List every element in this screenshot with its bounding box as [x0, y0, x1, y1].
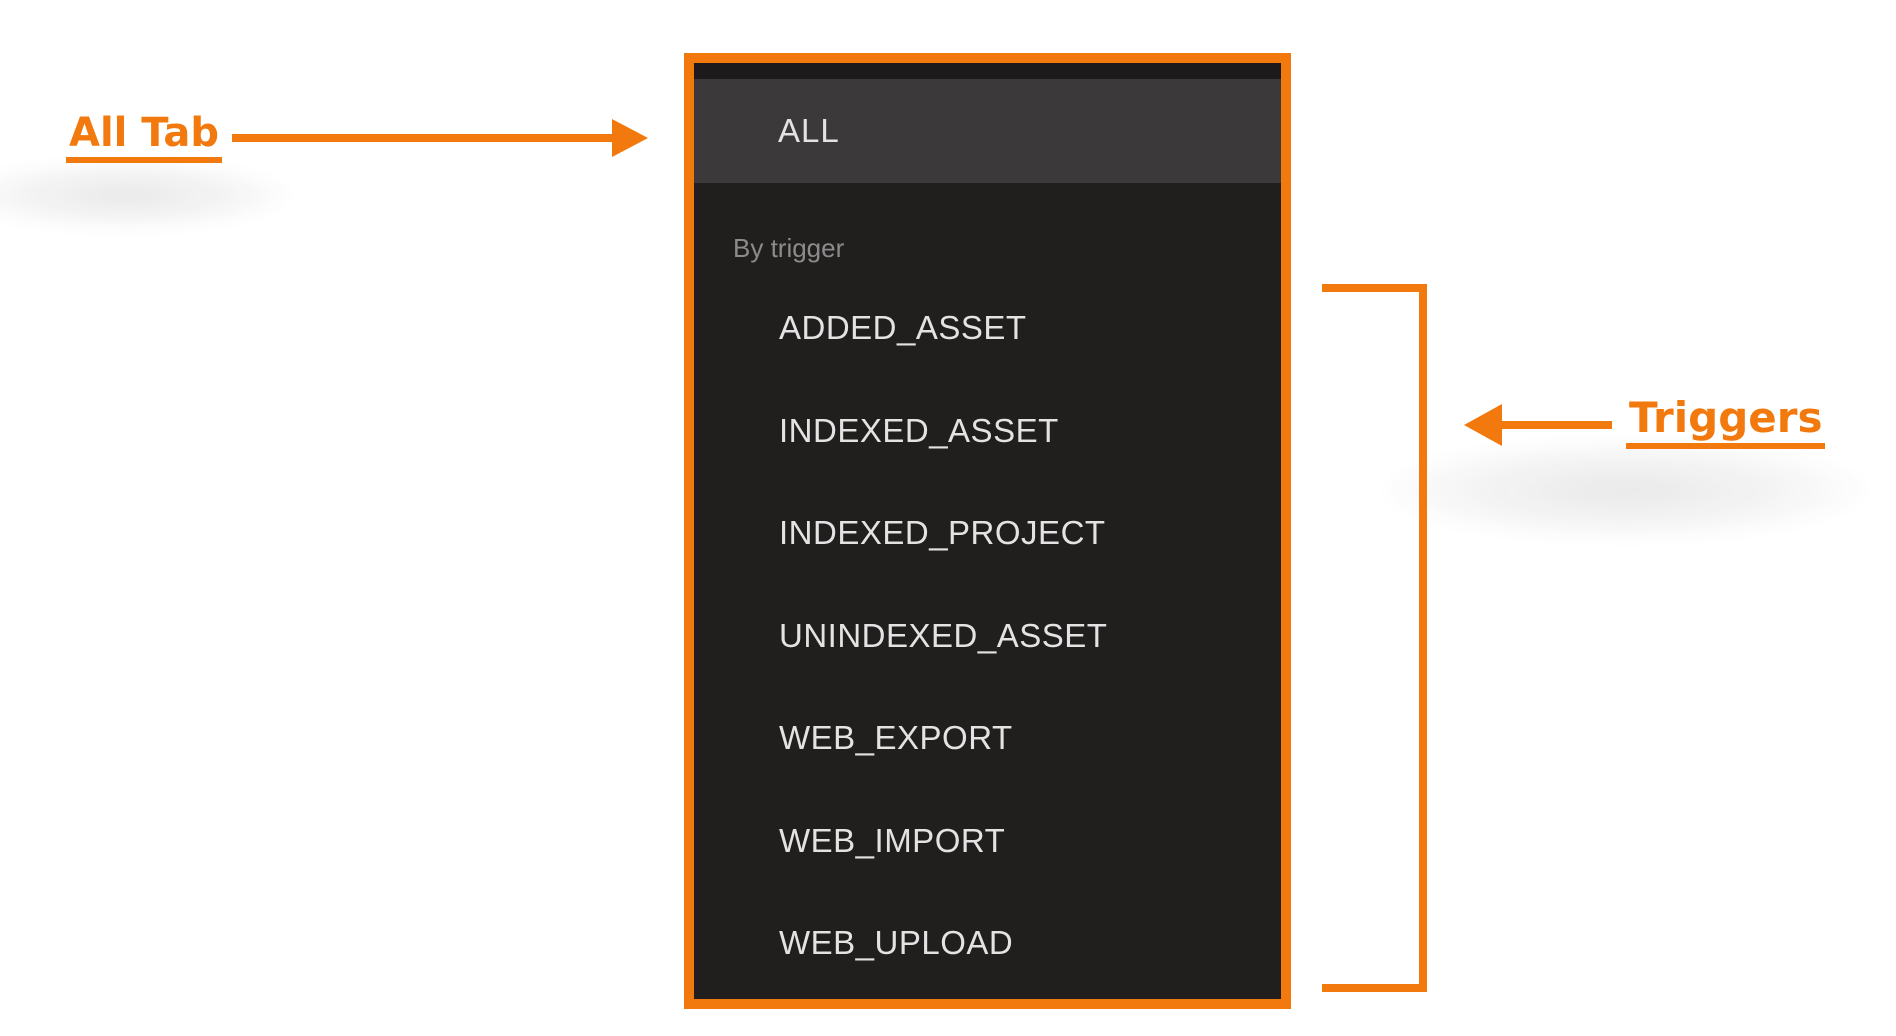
- panel-top-strip: [694, 63, 1281, 79]
- all-tab-arrow-line: [232, 134, 612, 142]
- trigger-item-unindexed_asset[interactable]: UNINDEXED_ASSET: [779, 616, 1108, 654]
- triggers-bracket-top: [1322, 284, 1427, 292]
- tab-all-label: ALL: [778, 112, 840, 149]
- triggers-arrow-icon: [1464, 404, 1502, 446]
- trigger-item-web_export[interactable]: WEB_EXPORT: [779, 719, 1013, 756]
- trigger-item-web_import[interactable]: WEB_IMPORT: [779, 821, 1006, 859]
- triggers-arrow-line: [1499, 421, 1612, 429]
- trigger-item-indexed_asset[interactable]: INDEXED_ASSET: [779, 411, 1059, 449]
- all-tab-arrow-icon: [612, 119, 648, 157]
- section-label-by-trigger: By trigger: [733, 233, 845, 263]
- shadow-smudge-left: [0, 160, 290, 230]
- annotation-all-tab-label: All Tab: [66, 112, 223, 163]
- tab-all[interactable]: ALL: [694, 79, 1281, 183]
- triggers-bracket-bottom: [1322, 984, 1427, 992]
- trigger-item-indexed_project[interactable]: INDEXED_PROJECT: [779, 514, 1106, 551]
- annotation-triggers-label: Triggers: [1626, 395, 1826, 450]
- trigger-item-added_asset[interactable]: ADDED_ASSET: [779, 309, 1027, 346]
- shadow-smudge-right: [1385, 440, 1865, 540]
- trigger-item-web_upload[interactable]: WEB_UPLOAD: [779, 924, 1014, 961]
- triggers-bracket: [1419, 284, 1427, 992]
- trigger-filter-panel: ALL By trigger ADDED_ASSET INDEXED_ASSET I…: [684, 53, 1291, 1009]
